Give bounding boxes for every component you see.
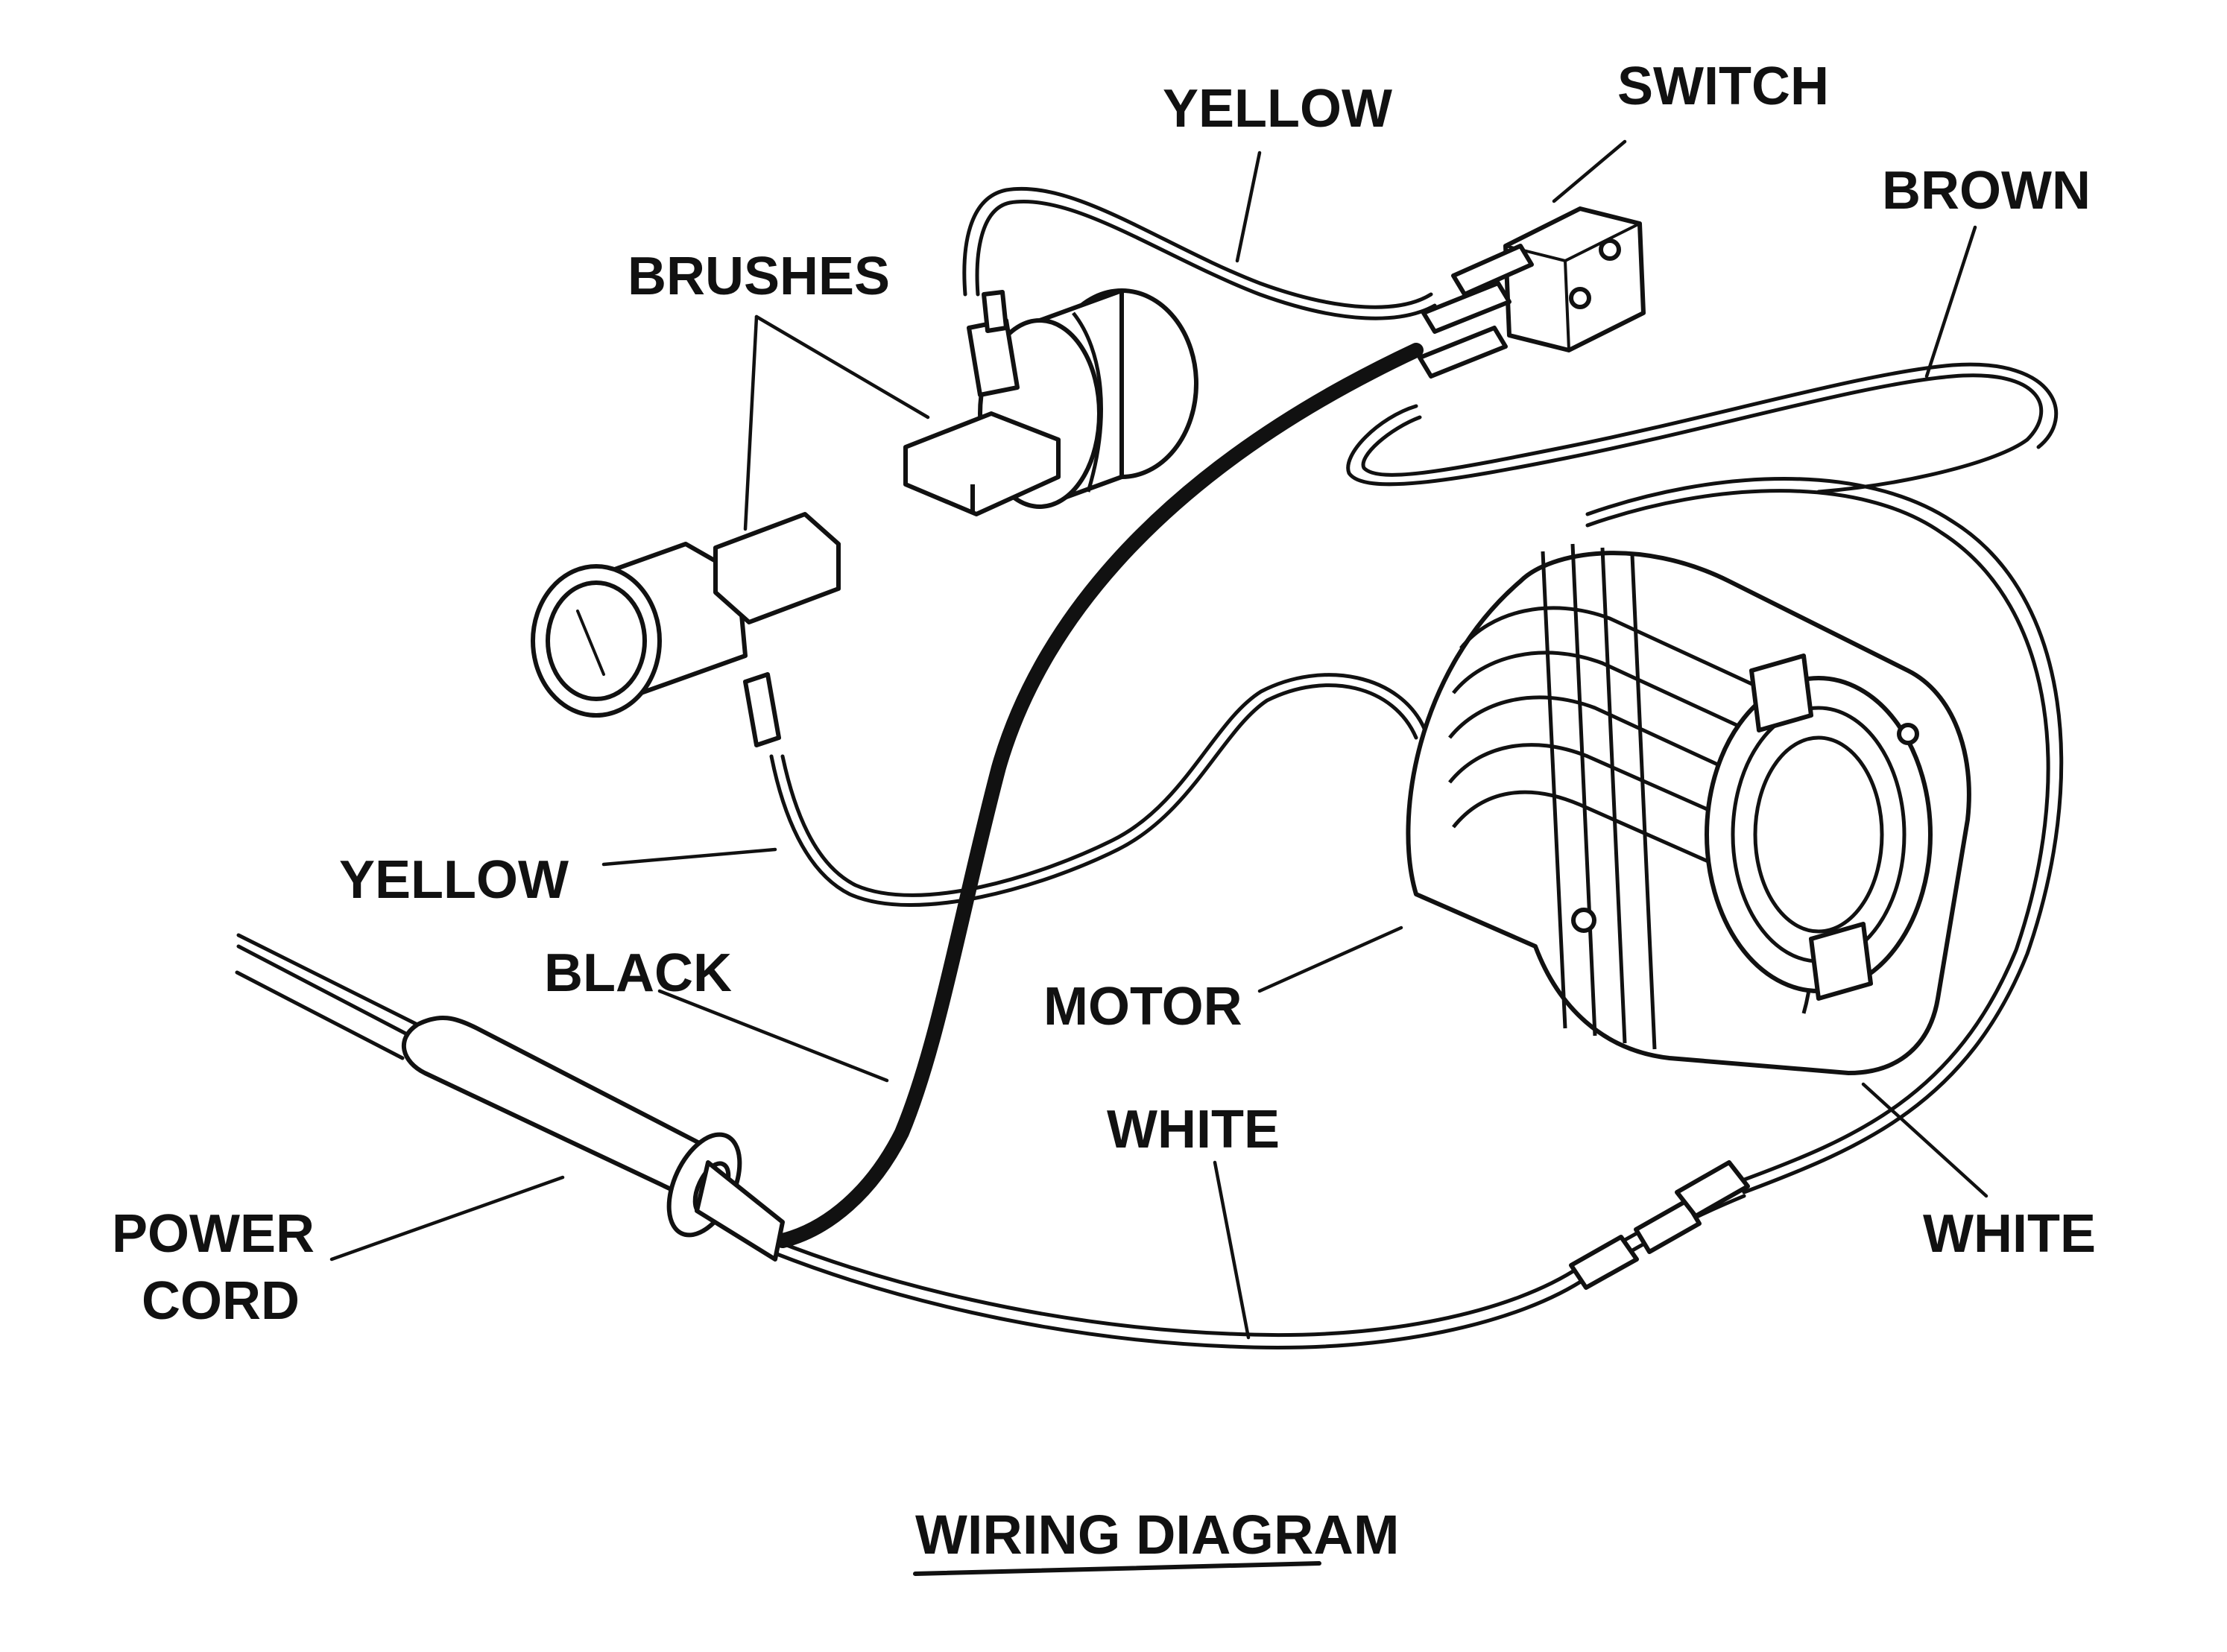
label-black: BLACK	[544, 943, 732, 1003]
wire-white-long	[1585, 477, 2064, 1194]
label-power-cord-line2: CORD	[142, 1271, 300, 1331]
motor-stator	[1406, 543, 1971, 1075]
label-yellow-top: YELLOW	[1163, 79, 1392, 139]
label-power-cord-line1: POWER	[112, 1204, 315, 1264]
title-underline	[913, 1561, 1321, 1576]
power-cord	[235, 933, 785, 1262]
leader-lines	[329, 139, 1988, 1340]
white-connector	[1569, 1160, 1750, 1290]
label-white-mid: WHITE	[1107, 1100, 1280, 1159]
brush-upper	[903, 288, 1198, 516]
wire-yellow-left	[769, 673, 1427, 908]
switch-body	[1418, 206, 1646, 379]
label-brushes: BRUSHES	[628, 247, 890, 306]
wire-brown	[1346, 362, 2059, 494]
label-brown: BROWN	[1882, 161, 2091, 221]
wire-yellow-top	[962, 187, 1437, 320]
label-motor: MOTOR	[1043, 977, 1242, 1037]
diagram-title: WIRING DIAGRAM	[915, 1504, 1400, 1566]
wire-black	[775, 343, 1424, 1248]
wire-white-bottom	[773, 1183, 1746, 1349]
label-white-right: WHITE	[1923, 1204, 2096, 1264]
brush-lower	[531, 512, 841, 747]
label-switch: SWITCH	[1617, 57, 1829, 116]
label-yellow-left: YELLOW	[339, 850, 569, 910]
